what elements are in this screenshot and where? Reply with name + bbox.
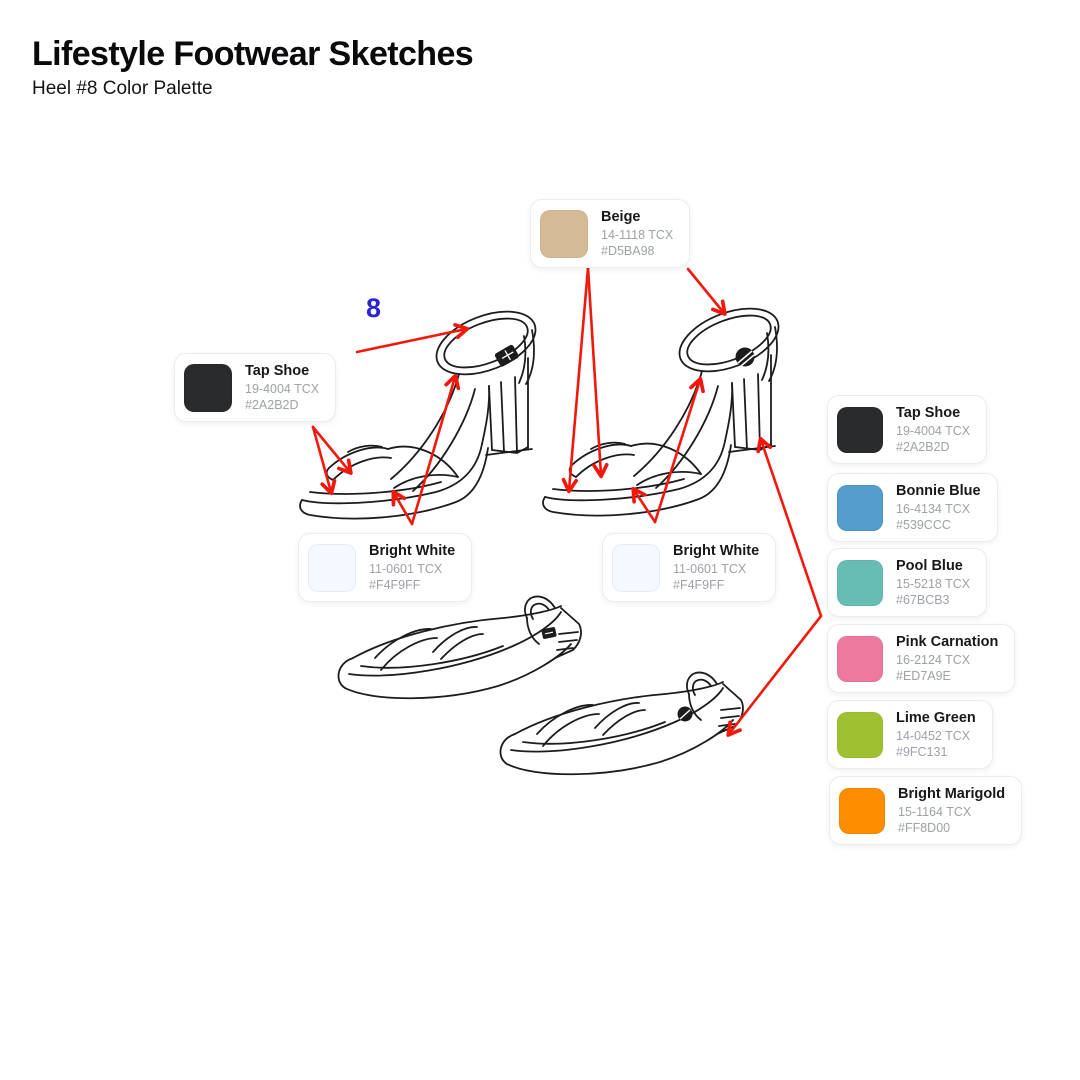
color-name: Beige bbox=[601, 209, 641, 225]
flat-sandal-sketch-right bbox=[499, 671, 744, 776]
round-buckle-icon bbox=[735, 347, 755, 367]
color-hex: #9FC131 bbox=[896, 745, 948, 760]
color-name: Pool Blue bbox=[896, 558, 963, 574]
color-swatch bbox=[308, 543, 356, 592]
color-hex: #F4F9FF bbox=[673, 578, 725, 593]
color-name: Bright White bbox=[673, 543, 760, 559]
color-card-tap-shoe-left[interactable]: Tap Shoe 19-4004 TCX #2A2B2D bbox=[174, 353, 337, 423]
color-code: 11-0601 TCX bbox=[369, 561, 443, 576]
color-hex: #D5BA98 bbox=[601, 244, 655, 259]
color-card-bright-white-left[interactable]: Bright White 11-0601 TCX #F4F9FF bbox=[298, 533, 473, 603]
color-card-info: Tap Shoe 19-4004 TCX #2A2B2D bbox=[896, 404, 970, 455]
color-swatch bbox=[837, 559, 883, 606]
color-hex: #ED7A9E bbox=[896, 669, 951, 684]
page-title: Lifestyle Footwear Sketches bbox=[32, 35, 474, 73]
color-hex: #F4F9FF bbox=[369, 578, 421, 593]
square-buckle-icon bbox=[494, 344, 519, 367]
color-swatch bbox=[540, 209, 588, 258]
palette-card-pool-blue[interactable]: Pool Blue 15-5218 TCX #67BCB3 bbox=[827, 548, 988, 618]
color-card-info: Pool Blue 15-5218 TCX #67BCB3 bbox=[896, 557, 970, 608]
color-hex: #FF8D00 bbox=[898, 821, 951, 836]
palette-card-bright-marigold[interactable]: Bright Marigold 15-1164 TCX #FF8D00 bbox=[829, 776, 1023, 846]
sketch-ink-layer bbox=[299, 295, 789, 776]
flat-sandal-sketch-left bbox=[337, 595, 582, 700]
color-swatch bbox=[184, 363, 232, 412]
color-name: Tap Shoe bbox=[896, 405, 961, 421]
color-swatch bbox=[612, 543, 660, 592]
color-code: 16-2124 TCX bbox=[896, 652, 971, 667]
color-swatch bbox=[837, 711, 883, 758]
color-card-info: Bonnie Blue 16-4134 TCX #539CCC bbox=[896, 482, 981, 533]
palette-card-lime-green[interactable]: Lime Green 14-0452 TCX #9FC131 bbox=[827, 700, 993, 770]
color-card-info: Bright White 11-0601 TCX #F4F9FF bbox=[673, 542, 759, 593]
color-card-info: Tap Shoe 19-4004 TCX #2A2B2D bbox=[245, 362, 319, 413]
color-code: 16-4134 TCX bbox=[896, 501, 971, 516]
small-round-buckle-icon bbox=[677, 706, 693, 722]
color-card-info: Pink Carnation 16-2124 TCX #ED7A9E bbox=[896, 633, 998, 684]
color-swatch bbox=[837, 484, 883, 531]
color-hex: #2A2B2D bbox=[896, 440, 950, 455]
color-code: 19-4004 TCX bbox=[896, 423, 971, 438]
color-name: Bright White bbox=[369, 543, 456, 559]
color-name: Pink Carnation bbox=[896, 634, 999, 650]
annotation-arrows bbox=[311, 266, 823, 737]
high-heel-sandal-sketch-right bbox=[542, 295, 789, 517]
color-swatch bbox=[839, 787, 885, 834]
palette-card-tap-shoe[interactable]: Tap Shoe 19-4004 TCX #2A2B2D bbox=[827, 395, 988, 465]
palette-card-pink-carnation[interactable]: Pink Carnation 16-2124 TCX #ED7A9E bbox=[827, 624, 1016, 694]
color-card-info: Bright White 11-0601 TCX #F4F9FF bbox=[369, 542, 455, 593]
color-code: 14-1118 TCX bbox=[601, 227, 674, 242]
color-hex: #539CCC bbox=[896, 518, 951, 533]
heel-number-annotation: 8 bbox=[366, 293, 382, 323]
color-swatch bbox=[837, 406, 883, 453]
color-code: 19-4004 TCX bbox=[245, 381, 320, 396]
color-card-bright-white-right[interactable]: Bright White 11-0601 TCX #F4F9FF bbox=[602, 533, 777, 603]
page-subtitle: Heel #8 Color Palette bbox=[32, 78, 213, 100]
color-name: Lime Green bbox=[896, 710, 976, 726]
color-hex: #67BCB3 bbox=[896, 593, 950, 608]
color-code: 14-0452 TCX bbox=[896, 728, 971, 743]
color-code: 15-5218 TCX bbox=[896, 576, 971, 591]
small-square-buckle-icon bbox=[541, 627, 557, 639]
color-hex: #2A2B2D bbox=[245, 398, 299, 413]
header: Lifestyle Footwear Sketches Heel #8 Colo… bbox=[32, 35, 474, 100]
color-card-info: Lime Green 14-0452 TCX #9FC131 bbox=[896, 709, 976, 760]
color-swatch bbox=[837, 635, 883, 682]
color-name: Tap Shoe bbox=[245, 363, 310, 379]
color-code: 15-1164 TCX bbox=[898, 804, 972, 819]
color-name: Bonnie Blue bbox=[896, 483, 981, 499]
color-card-info: Beige 14-1118 TCX #D5BA98 bbox=[601, 208, 673, 259]
palette-card-bonnie-blue[interactable]: Bonnie Blue 16-4134 TCX #539CCC bbox=[827, 473, 998, 543]
color-card-info: Bright Marigold 15-1164 TCX #FF8D00 bbox=[898, 785, 1005, 836]
color-code: 11-0601 TCX bbox=[673, 561, 747, 576]
color-name: Bright Marigold bbox=[898, 786, 1006, 802]
color-card-beige[interactable]: Beige 14-1118 TCX #D5BA98 bbox=[530, 199, 691, 269]
